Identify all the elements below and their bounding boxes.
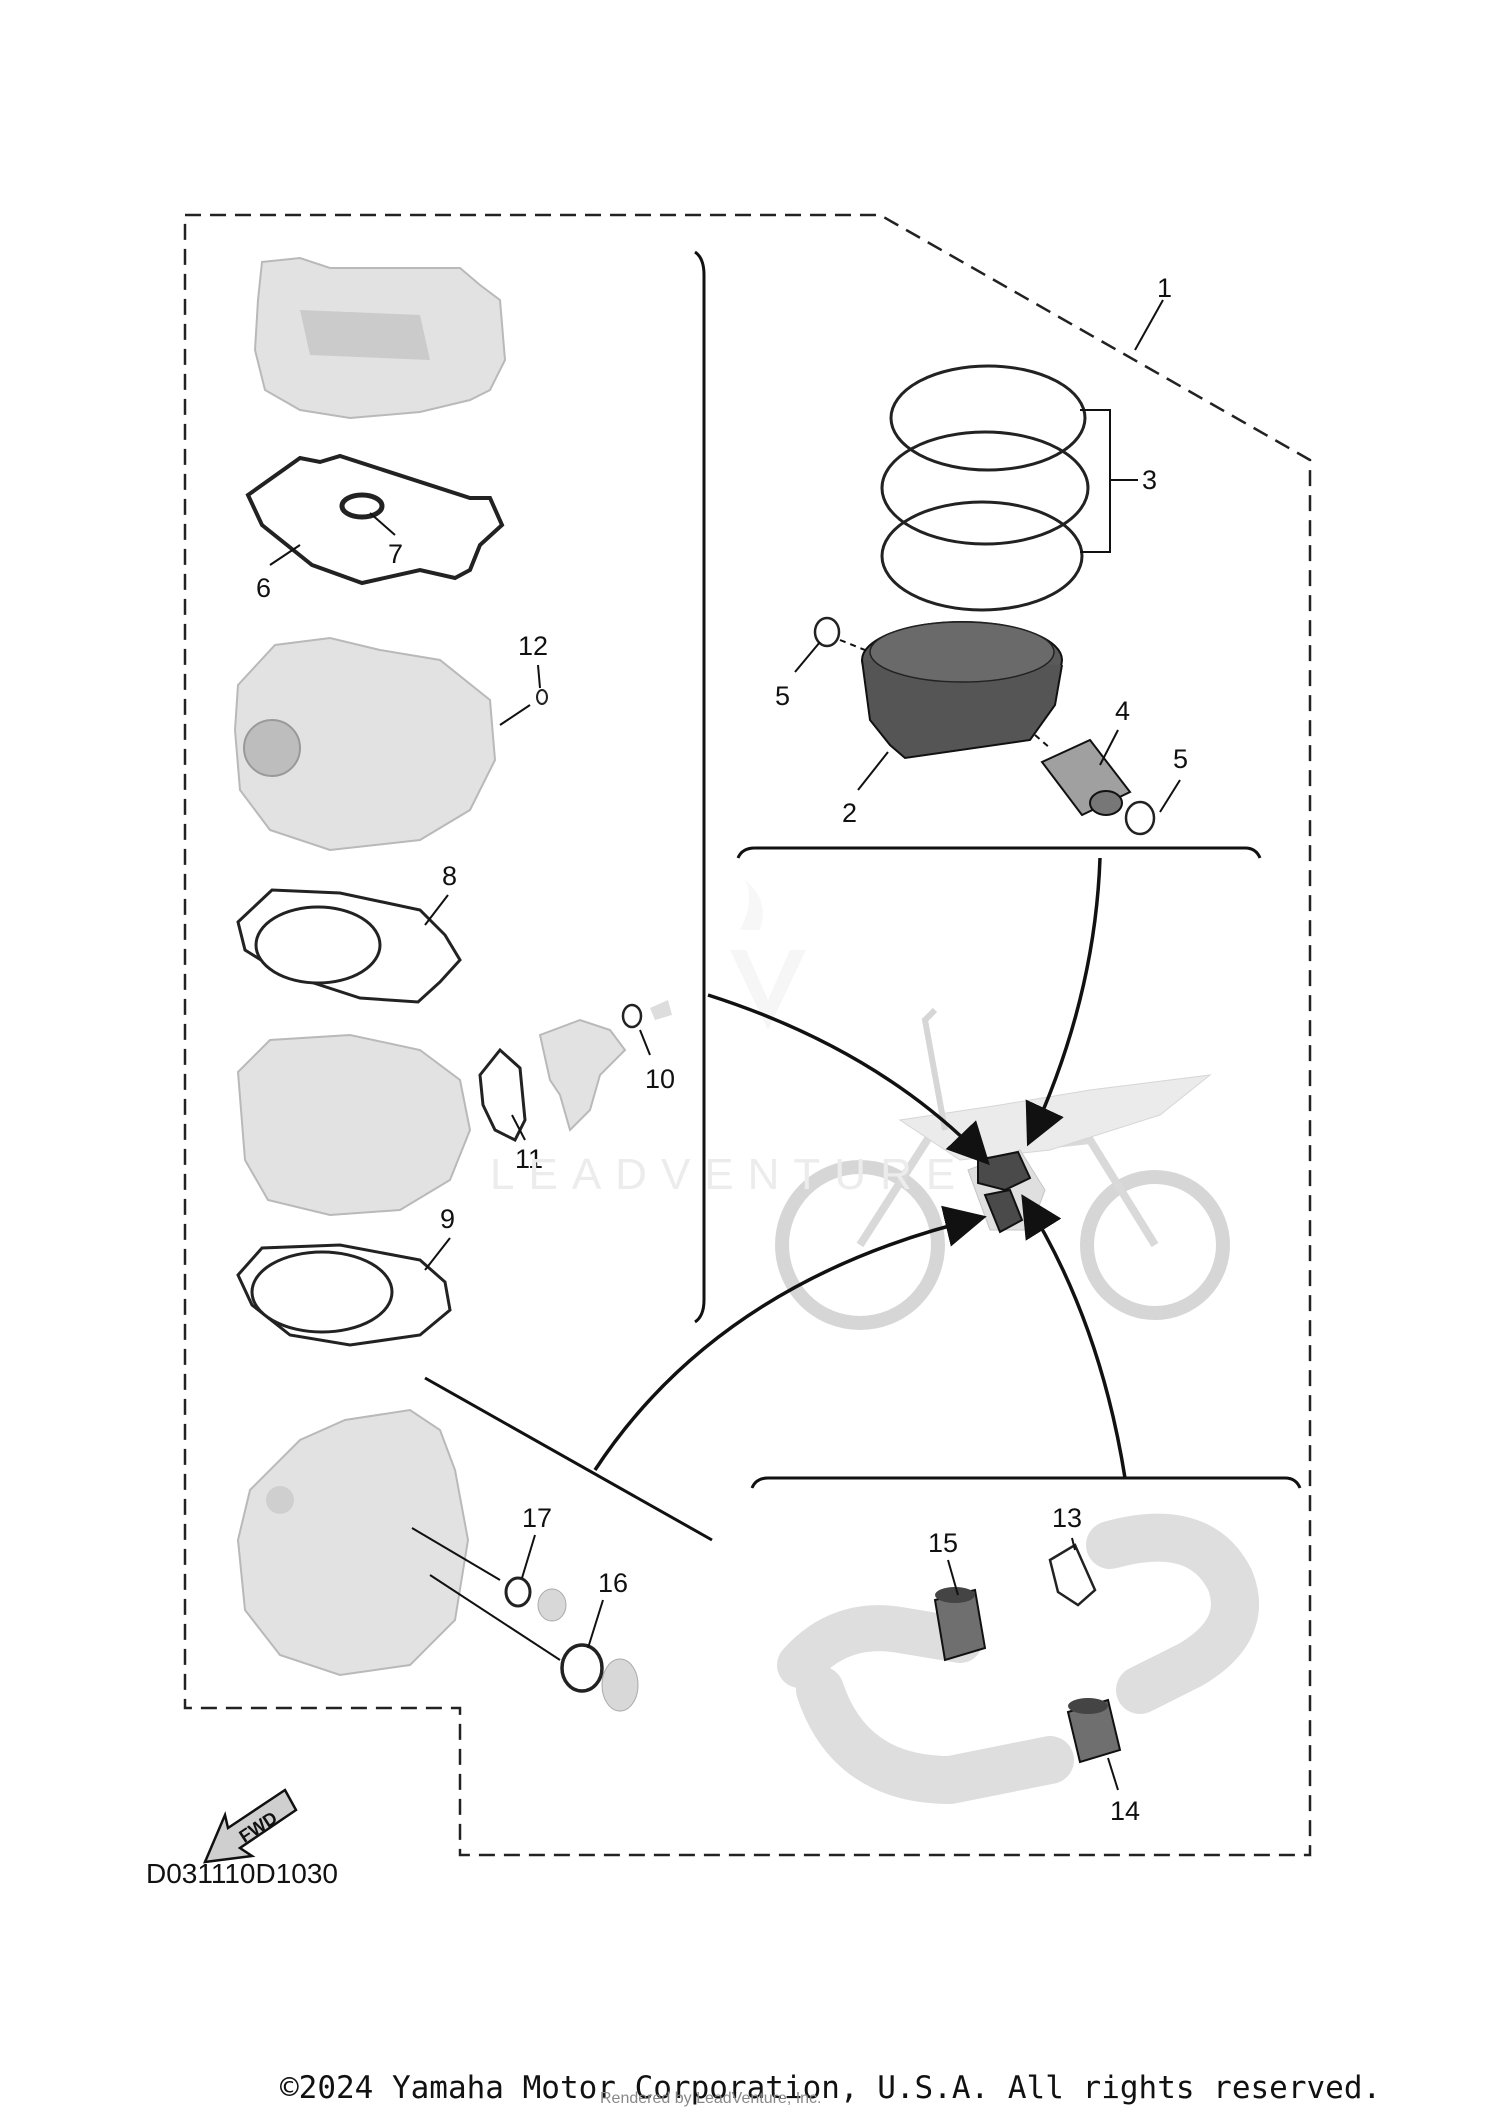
circlip-5-right (1124, 800, 1156, 836)
callout-1: 1 (1157, 273, 1172, 303)
cylinder-head (233, 636, 497, 852)
piston-2 (861, 621, 1063, 760)
o-ring-17 (504, 1576, 532, 1608)
callout-17: 17 (522, 1503, 552, 1533)
cylinder (236, 1033, 472, 1217)
piston-group-bracket (736, 846, 1262, 859)
callout-3: 3 (1142, 465, 1157, 495)
water-pump-housing (538, 1000, 672, 1132)
arrow-from-hoses (1021, 1194, 1127, 1479)
cylinder-head-cover (253, 256, 507, 420)
engine-highlight (977, 1150, 1032, 1234)
watermark-text: LEADVENTURE (490, 1150, 970, 1199)
watermark-logo (730, 880, 806, 1030)
hose-joint-14 (1066, 1698, 1122, 1764)
fwd-arrow-icon: FWD (202, 1788, 298, 1864)
plug-seal-7 (339, 492, 385, 520)
circlip-5-left (813, 616, 841, 648)
callout-16: 16 (598, 1568, 628, 1598)
callout-2: 2 (842, 798, 857, 828)
arrow-from-cylinder-group (707, 993, 990, 1166)
o-ring-10 (621, 1003, 643, 1029)
hose-group-bracket (750, 1476, 1302, 1489)
callout-6: 6 (256, 573, 271, 603)
callout-9: 9 (440, 1204, 455, 1234)
copyright-notice: ©2024 Yamaha Motor Corporation, U.S.A. A… (280, 2070, 1382, 2106)
o-ring-16 (560, 1643, 604, 1693)
cover-cap (601, 1658, 639, 1712)
piston-pin-4 (1040, 738, 1132, 817)
rings-leader (1080, 409, 1138, 553)
callout-4: 4 (1115, 696, 1130, 726)
callout-5-left: 5 (775, 681, 790, 711)
dowel-pin-12 (536, 689, 548, 705)
arrow-from-cover (593, 1205, 987, 1471)
callout-12: 12 (518, 631, 548, 661)
gasket-13 (1048, 1543, 1097, 1607)
callout-11: 11 (515, 1144, 543, 1174)
callout-15: 15 (928, 1528, 958, 1558)
left-group-bracket (694, 250, 706, 1324)
callout-13: 13 (1052, 1503, 1082, 1533)
crankcase-cover (236, 1408, 470, 1677)
callout-14: 14 (1110, 1796, 1140, 1826)
callout-8: 8 (442, 861, 457, 891)
piston-rings-3 (880, 364, 1090, 612)
callout-5-right: 5 (1173, 744, 1188, 774)
plug-part (537, 1588, 567, 1622)
callout-7: 7 (388, 539, 403, 569)
hose-joint-15 (933, 1587, 987, 1662)
kit-boundary (183, 213, 1312, 1857)
arrow-from-piston (1025, 857, 1102, 1147)
callout-leaders (269, 299, 1181, 1791)
callout-10: 10 (645, 1064, 675, 1094)
cover-group-bracket (424, 1376, 713, 1542)
head-cover-gasket-6 (245, 453, 505, 586)
radiator-hoses (777, 1513, 1259, 1805)
drawing-code: D031110D1030 (146, 1858, 339, 1889)
rendered-by-notice: Rendered by LeadVenture, Inc. (600, 2090, 822, 2107)
